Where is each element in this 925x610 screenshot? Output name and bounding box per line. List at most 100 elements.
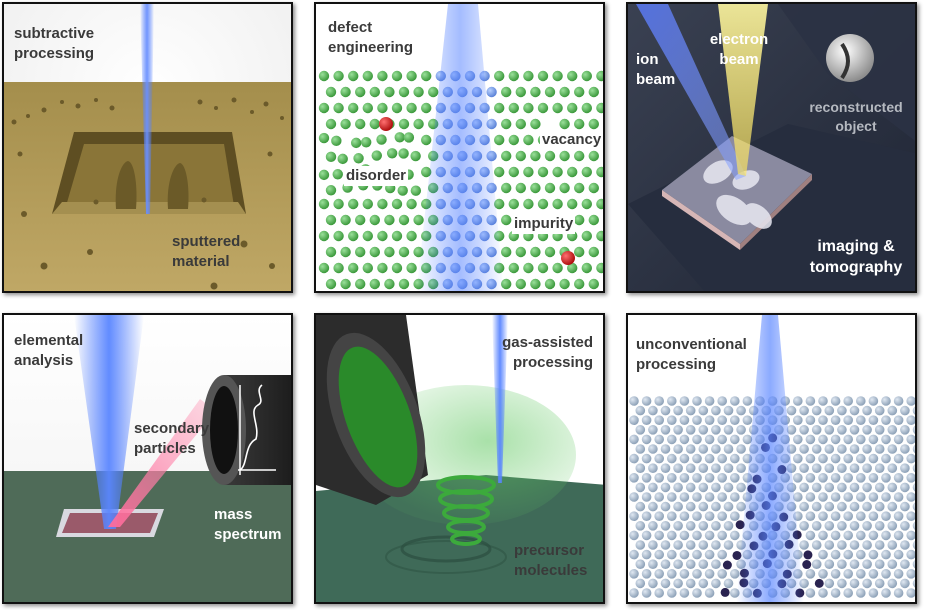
lattice-atom bbox=[692, 511, 702, 521]
lattice-atom bbox=[363, 103, 373, 113]
lattice-atom bbox=[736, 483, 746, 493]
lattice-atom bbox=[406, 199, 416, 209]
lattice-atom bbox=[894, 473, 904, 483]
lattice-atom bbox=[509, 135, 519, 145]
lattice-atom bbox=[730, 531, 740, 541]
lattice-atom bbox=[843, 531, 853, 541]
lattice-atom bbox=[340, 215, 350, 225]
lattice-atom bbox=[724, 406, 734, 416]
lattice-atom bbox=[869, 435, 879, 445]
lattice-atom bbox=[333, 263, 343, 273]
lattice-atom bbox=[648, 521, 658, 531]
lattice-atom bbox=[667, 569, 677, 579]
lattice-atom bbox=[699, 579, 709, 589]
lattice-atom bbox=[894, 550, 904, 560]
lattice-atom bbox=[642, 473, 652, 483]
lattice-atom bbox=[642, 454, 652, 464]
lattice-atom bbox=[717, 569, 727, 579]
lattice-atom bbox=[398, 148, 408, 158]
lattice-atom bbox=[856, 492, 866, 502]
lattice-atom bbox=[825, 483, 835, 493]
lattice-atom bbox=[686, 406, 696, 416]
lattice-atom bbox=[906, 492, 916, 502]
lattice-atom bbox=[636, 521, 646, 531]
lattice-atom bbox=[340, 119, 350, 129]
lattice-atom bbox=[730, 569, 740, 579]
lattice-atom bbox=[636, 559, 646, 569]
lattice-atom bbox=[894, 396, 904, 406]
lattice-atom bbox=[552, 103, 562, 113]
lattice-atom bbox=[661, 521, 671, 531]
lattice-atom bbox=[629, 550, 639, 560]
lattice-atom bbox=[642, 435, 652, 445]
lattice-atom bbox=[869, 511, 879, 521]
lattice-atom bbox=[395, 132, 405, 142]
lattice-atom bbox=[900, 463, 910, 473]
lattice-atom bbox=[348, 199, 358, 209]
panel-title: elemental analysis bbox=[14, 331, 83, 371]
lattice-atom bbox=[736, 444, 746, 454]
label-electron-beam: electron beam bbox=[704, 30, 774, 70]
lattice-atom bbox=[843, 550, 853, 560]
lattice-atom bbox=[825, 559, 835, 569]
lattice-atom bbox=[680, 511, 690, 521]
lattice-atom bbox=[370, 247, 380, 257]
lattice-atom bbox=[406, 103, 416, 113]
lattice-atom bbox=[589, 215, 599, 225]
lattice-atom bbox=[888, 406, 898, 416]
lattice-atom bbox=[545, 87, 555, 97]
lattice-atom bbox=[843, 588, 853, 598]
lattice-atom bbox=[428, 87, 438, 97]
lattice-atom bbox=[538, 103, 548, 113]
lattice-atom bbox=[545, 183, 555, 193]
lattice-atom bbox=[888, 540, 898, 550]
lattice-atom bbox=[486, 87, 496, 97]
lattice-atom bbox=[574, 183, 584, 193]
lattice-atom bbox=[900, 483, 910, 493]
lattice-atom bbox=[501, 247, 511, 257]
lattice-atom bbox=[699, 521, 709, 531]
lattice-atom bbox=[812, 425, 822, 435]
lattice-atom bbox=[736, 463, 746, 473]
lattice-atom bbox=[862, 579, 872, 589]
lattice-atom bbox=[881, 415, 891, 425]
lattice-atom bbox=[399, 279, 409, 289]
lattice-atom bbox=[875, 521, 885, 531]
lattice-atom bbox=[799, 463, 809, 473]
lattice-atom bbox=[856, 435, 866, 445]
lattice-atom bbox=[654, 569, 664, 579]
lattice-atom bbox=[894, 454, 904, 464]
lattice-atom bbox=[552, 167, 562, 177]
lattice-atom bbox=[629, 435, 639, 445]
lattice-atom bbox=[806, 415, 816, 425]
lattice-atom bbox=[711, 521, 721, 531]
lattice-atom bbox=[516, 87, 526, 97]
lattice-atom bbox=[711, 463, 721, 473]
lattice-atom bbox=[552, 199, 562, 209]
lattice-atom bbox=[736, 502, 746, 512]
lattice-atom bbox=[509, 263, 519, 273]
lattice-atom bbox=[642, 415, 652, 425]
lattice-atom bbox=[894, 415, 904, 425]
lattice-atom bbox=[523, 167, 533, 177]
lattice-atom bbox=[894, 569, 904, 579]
lattice-atom bbox=[743, 415, 753, 425]
lattice-atom bbox=[818, 511, 828, 521]
lattice-atom bbox=[818, 396, 828, 406]
lattice-atom bbox=[881, 511, 891, 521]
lattice-atom bbox=[730, 415, 740, 425]
lattice-atom bbox=[869, 531, 879, 541]
lattice-atom bbox=[338, 154, 348, 164]
lattice-atom bbox=[326, 215, 336, 225]
amorphous-atom bbox=[732, 551, 741, 560]
lattice-atom bbox=[673, 483, 683, 493]
lattice-atom bbox=[906, 415, 916, 425]
lattice-atom bbox=[711, 425, 721, 435]
lattice-atom bbox=[881, 454, 891, 464]
lattice-atom bbox=[869, 454, 879, 464]
lattice-atom bbox=[699, 559, 709, 569]
lattice-atom bbox=[370, 279, 380, 289]
panel-defect-engineering: defect engineering vacancy disorder impu… bbox=[314, 2, 605, 293]
lattice-atom bbox=[837, 444, 847, 454]
lattice-atom bbox=[538, 199, 548, 209]
